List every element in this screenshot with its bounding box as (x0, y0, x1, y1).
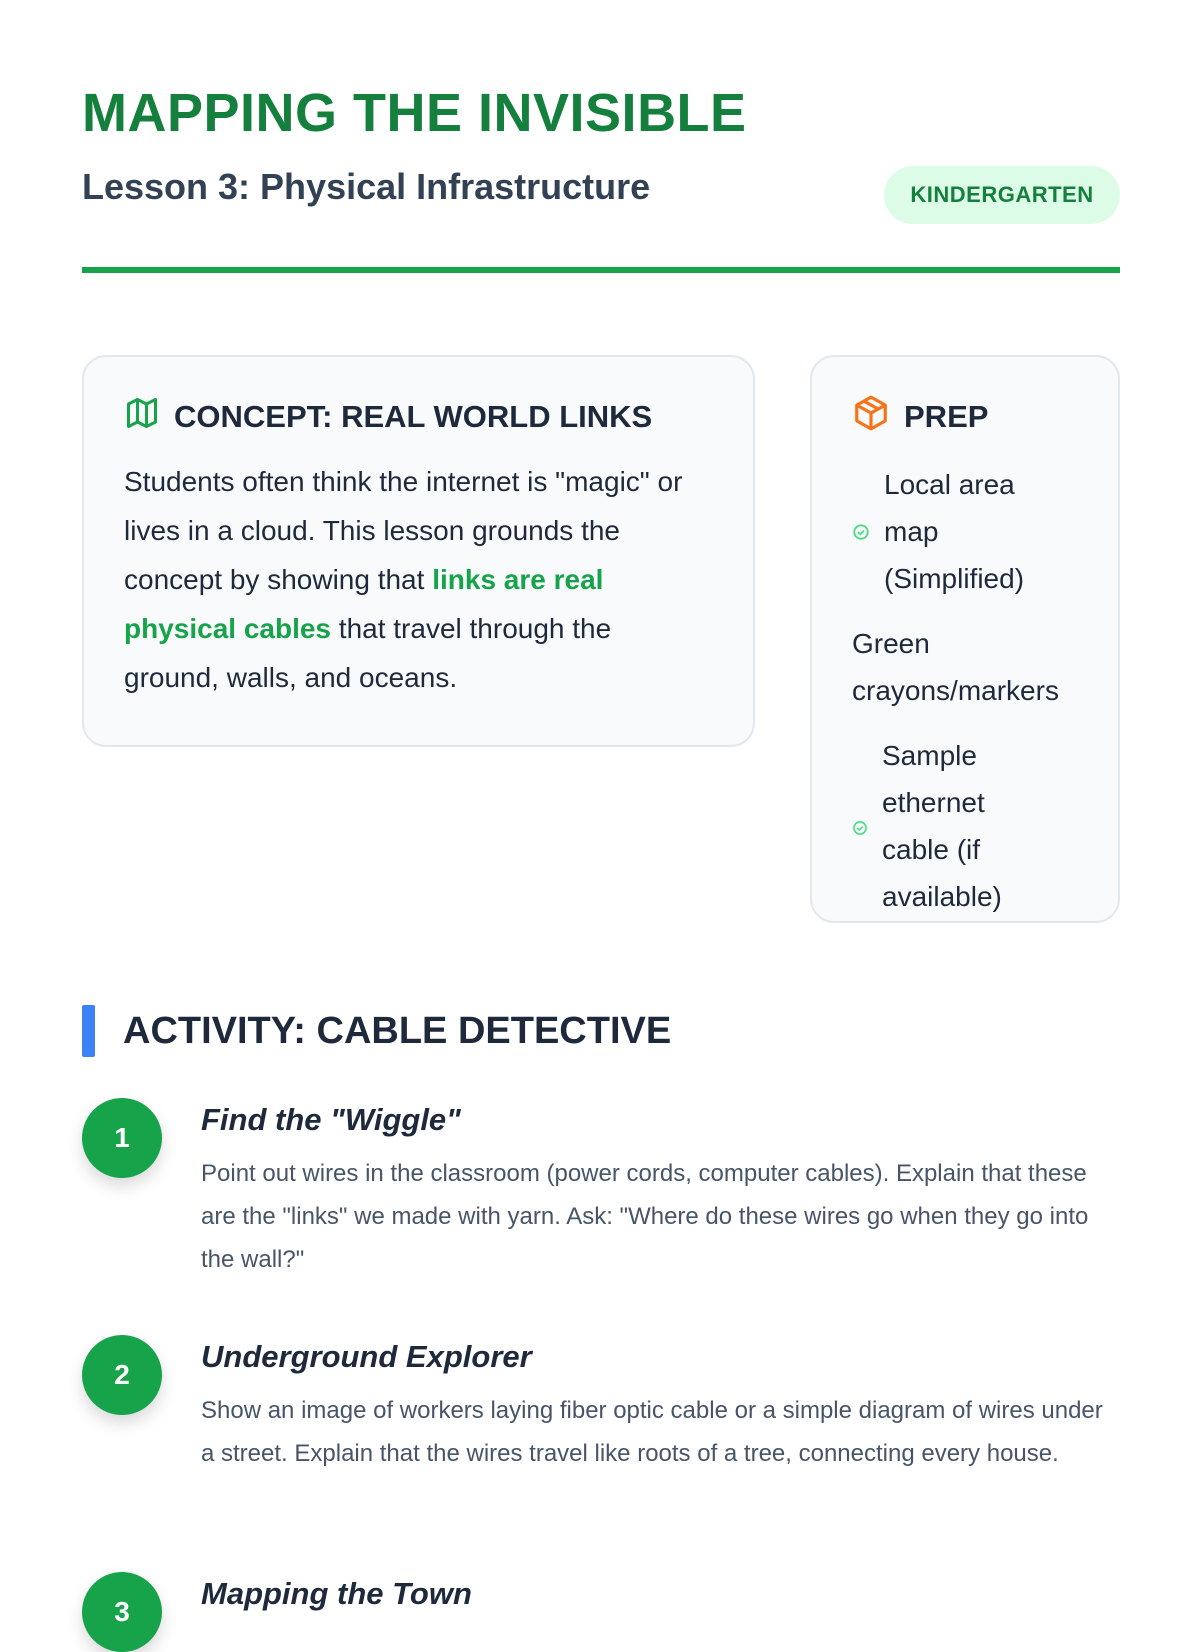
step-number: 3 (82, 1572, 162, 1652)
activity-accent-bar (82, 1005, 95, 1057)
package-icon (852, 394, 890, 440)
step-title: Mapping the Town (201, 1576, 472, 1611)
map-icon (124, 395, 160, 439)
step-title: Find the "Wiggle" (201, 1102, 461, 1137)
prep-item: Sample ethernet cable (if available) (852, 732, 1078, 920)
concept-text-start: Students often think the internet is "ma… (124, 466, 683, 595)
activity-heading: ACTIVITY: CABLE DETECTIVE (82, 1005, 671, 1057)
step-number: 1 (82, 1098, 162, 1178)
prep-item: Local area map (Simplified) (852, 461, 1078, 602)
lesson-subtitle: Lesson 3: Physical Infrastructure (82, 166, 651, 207)
step-description: Point out wires in the classroom (power … (201, 1160, 1089, 1273)
prep-item: Green crayons/markers (852, 628, 1059, 706)
page-title: MAPPING THE INVISIBLE (82, 83, 747, 143)
header-divider (82, 267, 1120, 273)
step-description: Show an image of workers laying fiber op… (201, 1397, 1103, 1467)
concept-text-end: that travel through the ground, walls, a… (124, 613, 612, 693)
grade-badge: KINDERGARTEN (884, 166, 1120, 224)
prep-list: Local area map (Simplified) Green crayon… (852, 461, 1078, 920)
prep-card: PREP Local area map (Simplified) Green c… (810, 355, 1120, 923)
step-title: Underground Explorer (201, 1339, 532, 1374)
concept-highlight: links are real physical cables (124, 564, 604, 644)
concept-text: Students often think the internet is "ma… (124, 457, 713, 702)
prep-title: PREP (904, 399, 989, 434)
check-circle-icon (852, 803, 868, 850)
concept-title: CONCEPT: REAL WORLD LINKS (174, 399, 653, 434)
step-number: 2 (82, 1335, 162, 1415)
concept-card: CONCEPT: REAL WORLD LINKS Students often… (82, 355, 755, 747)
activity-title: ACTIVITY: CABLE DETECTIVE (123, 1009, 672, 1052)
check-circle-icon (852, 508, 870, 555)
